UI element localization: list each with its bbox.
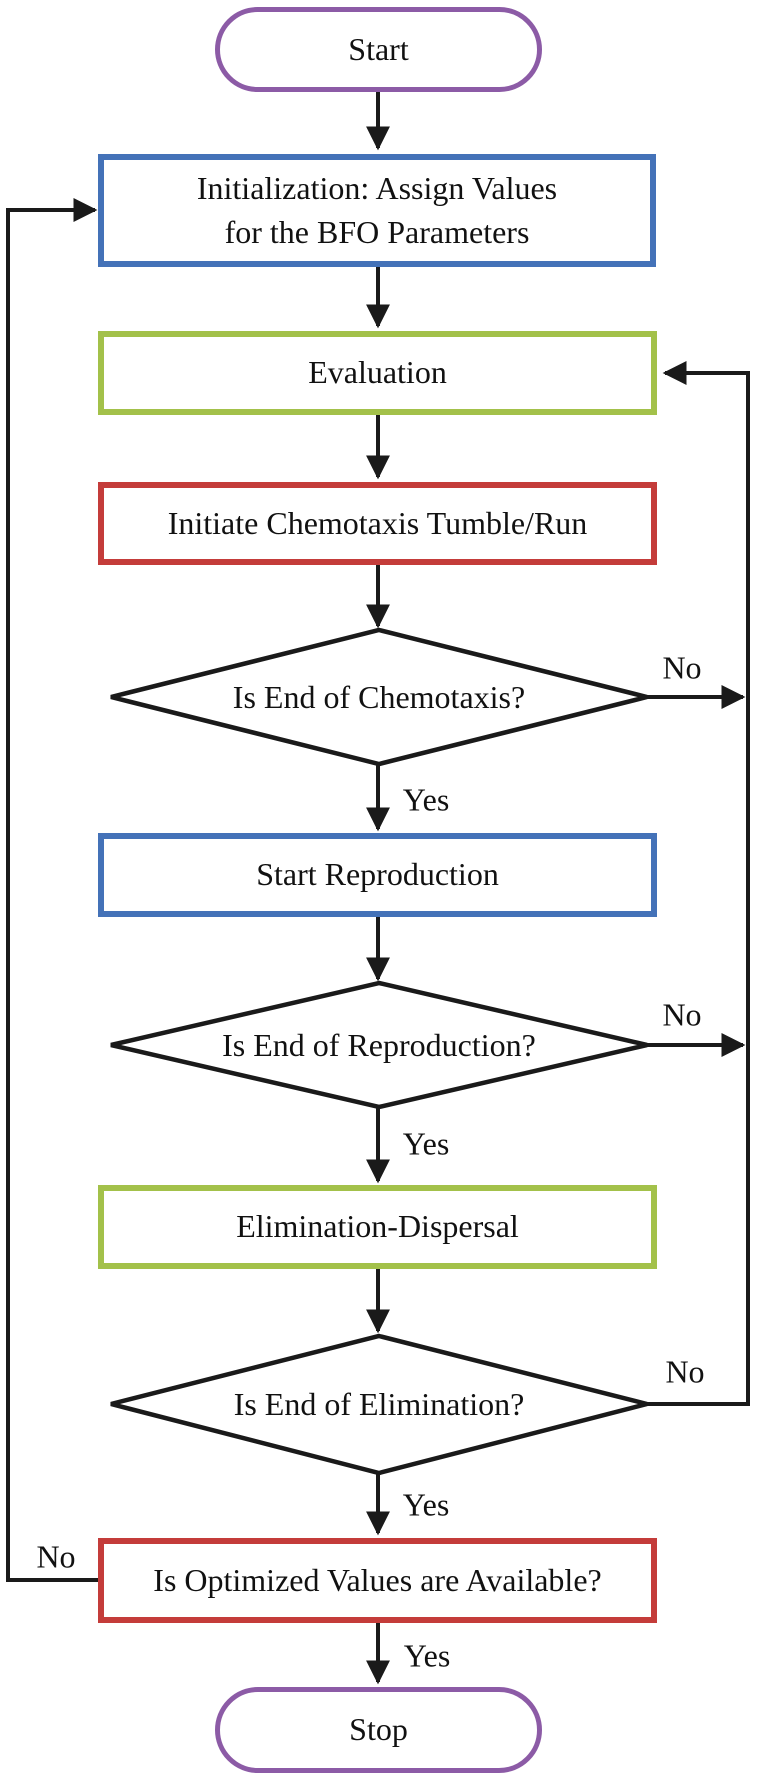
chemotaxis-label: Initiate Chemotaxis Tumble/Run	[167, 504, 588, 541]
decision1-diamond	[110, 627, 648, 767]
decision2-yes-label: Yes	[402, 1125, 450, 1162]
evaluation-label: Evaluation	[308, 354, 447, 391]
optimized-yes-label: Yes	[403, 1637, 451, 1674]
decision3-diamond	[110, 1333, 648, 1476]
initialization-node: Initialization: Assign Values for the BF…	[98, 154, 656, 267]
decision3-yes-label: Yes	[402, 1486, 450, 1523]
decision1-yes-label: Yes	[402, 781, 450, 818]
evaluation-node: Evaluation	[98, 331, 657, 415]
decision3-label-wrap: Is End of Elimination?	[131, 1357, 627, 1451]
decision3-no-label: No	[665, 1353, 705, 1390]
optimized-label: Is Optimized Values are Available?	[153, 1561, 602, 1598]
stop-label: Stop	[349, 1711, 408, 1748]
decision2-no-label: No	[662, 996, 702, 1033]
initialization-line1: Initialization: Assign Values	[196, 170, 558, 207]
decision2-label: Is End of Reproduction?	[222, 1026, 536, 1063]
reproduction-label: Start Reproduction	[256, 856, 499, 893]
start-label: Start	[348, 30, 409, 67]
start-node: Start	[215, 7, 542, 92]
decision2-diamond	[110, 980, 648, 1110]
elimination-label: Elimination-Dispersal	[236, 1208, 519, 1245]
right-return-line	[647, 361, 750, 1406]
initialization-line2: for the BFO Parameters	[224, 213, 530, 250]
decision1-label: Is End of Chemotaxis?	[232, 678, 526, 715]
chemotaxis-node: Initiate Chemotaxis Tumble/Run	[98, 482, 657, 565]
decision3-label: Is End of Elimination?	[233, 1385, 525, 1422]
optimized-node: Is Optimized Values are Available?	[98, 1538, 657, 1623]
decision1-no-label: No	[662, 649, 702, 686]
elimination-node: Elimination-Dispersal	[98, 1185, 657, 1269]
stop-node: Stop	[215, 1687, 542, 1773]
left-return-line	[6, 198, 98, 1582]
optimized-no-label: No	[36, 1538, 76, 1575]
reproduction-node: Start Reproduction	[98, 833, 657, 917]
decision2-label-wrap: Is End of Reproduction?	[131, 998, 627, 1092]
decision1-label-wrap: Is End of Chemotaxis?	[131, 650, 627, 744]
